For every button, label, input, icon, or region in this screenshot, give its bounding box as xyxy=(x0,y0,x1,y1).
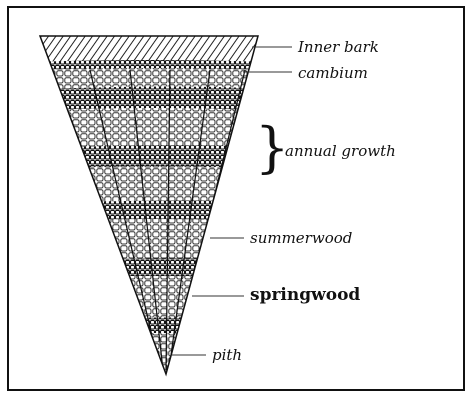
cambium-label: cambium xyxy=(298,64,368,82)
summerwood-band-4 xyxy=(0,258,300,278)
annual-growth-label: annual growth xyxy=(285,142,396,160)
inner-bark-label: Inner bark xyxy=(298,38,379,56)
pith-label: pith xyxy=(212,346,242,364)
springwood-label: springwood xyxy=(250,285,360,305)
summerwood-label: summerwood xyxy=(250,229,352,247)
summerwood-band-3 xyxy=(0,201,300,222)
inner-bark-layer xyxy=(0,30,476,62)
